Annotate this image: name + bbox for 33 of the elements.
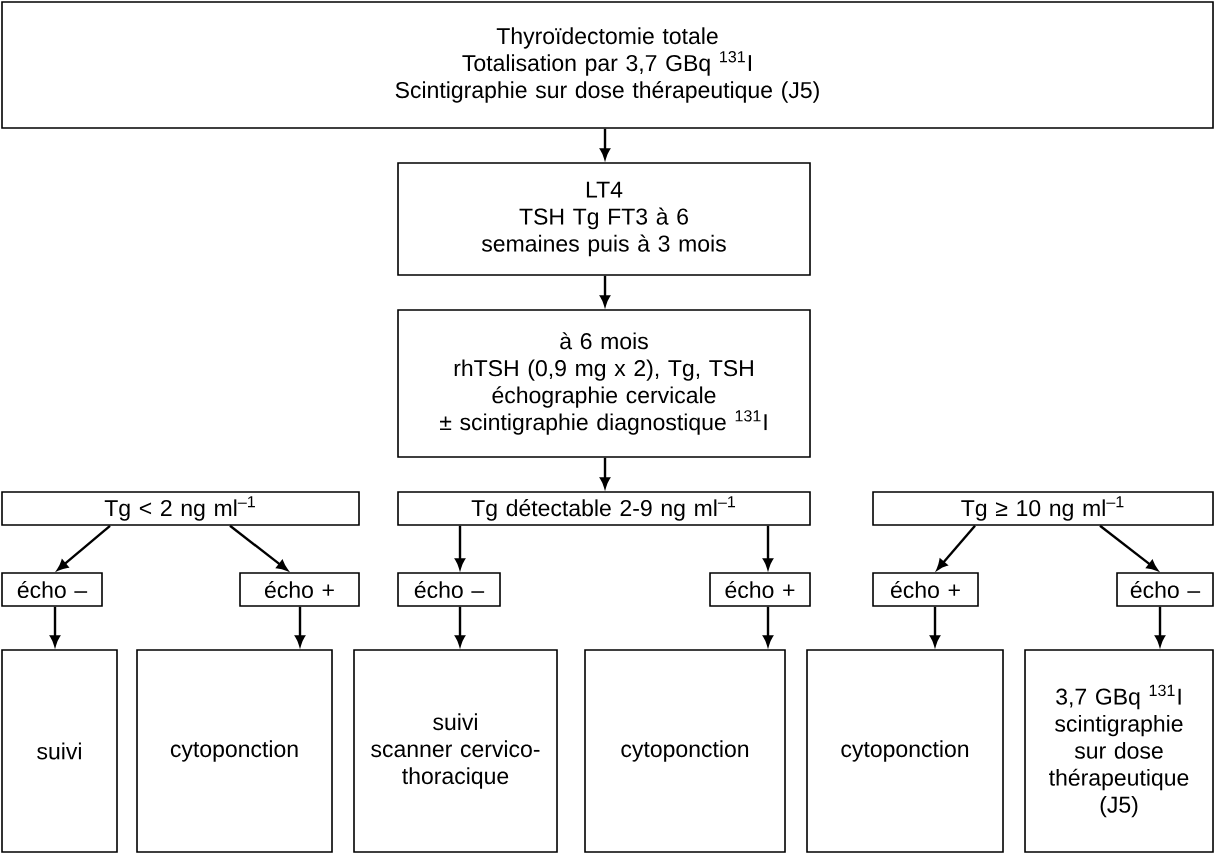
process-box: LT4 TSH Tg FT3 à 6 semaines puis à 3 mois [397,162,811,276]
outcome-box: cytoponction [806,649,1004,853]
outcome-box: cytoponction [584,649,786,853]
outcome-box: 3,7 GBq $^{131}$I scintigraphie sur dose thérapeutique (J5) [1024,649,1214,853]
arrow [763,606,773,647]
process-box: Thyroïdectomie totale Totalisation par 3,7 GBq $^{131}$I Scintigraphie sur dose thérapeutique (J5) [1,1,1214,129]
result-box: écho + [872,572,979,607]
result-box: écho – [397,572,501,607]
arrow [455,525,465,570]
condition-box: Tg ≥ 10 ng ml$^{–1}$ [872,491,1214,526]
result-box: écho – [1,572,103,607]
arrow [1099,524,1158,571]
arrow [57,524,111,571]
result-box: écho + [709,572,811,607]
arrow [600,457,610,488]
outcome-box: suivi scanner cervico-thoracique [353,649,558,853]
arrow [936,525,976,571]
arrow [930,606,940,647]
arrow [600,275,610,306]
arrow [50,606,60,647]
arrow [763,525,773,570]
outcome-box: cytoponction [136,649,333,853]
process-box: à 6 mois rhTSH (0,9 mg x 2), Tg, TSH échographie cervicale ± scintigraphie diagnostique $^{131}$I [397,309,811,458]
condition-box: Tg < 2 ng ml$^{–1}$ [1,491,360,526]
condition-box: Tg détectable 2-9 ng ml$^{–1}$ [397,491,811,526]
result-box: écho + [239,572,360,607]
arrow [1155,606,1165,647]
result-box: écho – [1116,572,1214,607]
arrow [455,606,465,647]
outcome-box: suivi [1,649,118,853]
arrow [295,606,305,647]
arrow [229,524,288,571]
arrow [600,128,610,159]
